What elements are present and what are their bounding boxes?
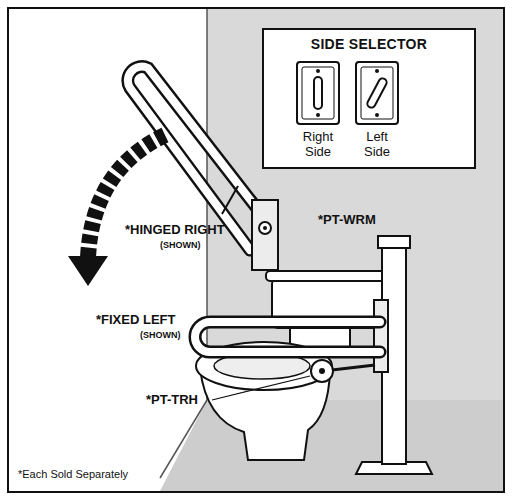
part-label: *PT-WRM xyxy=(318,212,376,227)
slot xyxy=(366,77,388,109)
part-label: (SHOWN) xyxy=(160,240,201,250)
toilet xyxy=(196,271,396,460)
slot xyxy=(314,77,322,109)
footnote: *Each Sold Separately xyxy=(18,468,128,480)
side-option: Left Side xyxy=(349,60,405,159)
back-wall xyxy=(207,9,503,400)
hinge xyxy=(259,222,271,234)
post-bracket xyxy=(374,300,388,372)
switch-plate-icon xyxy=(294,60,342,126)
switch-plate-icon xyxy=(353,60,401,126)
post-cap xyxy=(378,236,410,248)
part-label: *HINGED RIGHT xyxy=(125,222,225,237)
frame xyxy=(8,8,504,492)
paper-roll xyxy=(311,360,333,382)
plate-outline xyxy=(297,62,339,124)
floor xyxy=(160,400,503,491)
side-option: Right Side xyxy=(290,60,346,159)
plate-inner xyxy=(302,67,334,119)
screw xyxy=(316,113,320,117)
option-label: Right Side xyxy=(296,129,340,159)
fixed-grab-bar xyxy=(195,322,380,352)
tank-lid xyxy=(266,271,396,281)
screw xyxy=(375,69,379,73)
bar-brace xyxy=(222,186,238,214)
toilet-roll-holder xyxy=(311,360,375,382)
roll-bracket xyxy=(332,365,375,370)
plate-inner xyxy=(361,67,393,119)
screw xyxy=(316,69,320,73)
plate-outline xyxy=(356,62,398,124)
hinge-pin xyxy=(263,226,267,230)
wall-mount-plate xyxy=(252,200,278,270)
part-label: *PT-TRH xyxy=(146,392,198,407)
option-label: Left Side xyxy=(355,129,399,159)
part-label: *FIXED LEFT xyxy=(96,312,175,327)
leader-line xyxy=(212,376,310,400)
hinged-grab-bar xyxy=(128,67,278,270)
bar-outline xyxy=(195,322,380,352)
side-selector-panel: Right Side Left Side SIDE SELECTOR xyxy=(262,28,476,169)
wall-corner xyxy=(206,9,208,400)
part-label: (SHOWN) xyxy=(140,330,181,340)
screw xyxy=(375,113,379,117)
floor-edge xyxy=(160,400,207,478)
roll-core xyxy=(319,368,325,374)
arrow-arc xyxy=(88,135,165,258)
bar-fill xyxy=(195,322,380,352)
panel-heading: SIDE SELECTOR xyxy=(264,30,474,52)
swing-arrow xyxy=(68,135,165,286)
arrow-head xyxy=(68,256,108,286)
